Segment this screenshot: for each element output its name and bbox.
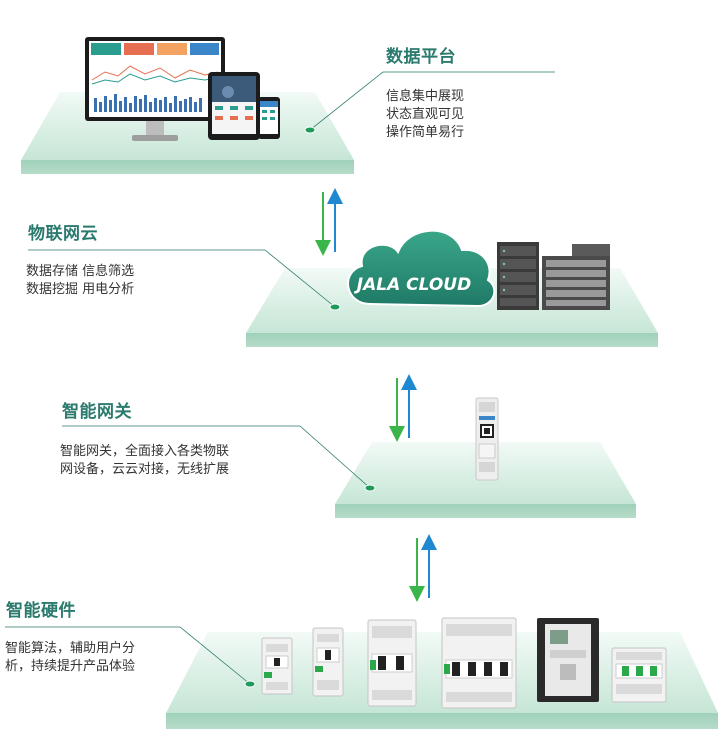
desc-line: 智能网关，全面接入各类物联 — [60, 444, 230, 459]
breaker-1p-b — [312, 627, 344, 697]
cloud-illustration — [347, 229, 496, 308]
layer-title-gateway: 智能网关 — [62, 402, 132, 422]
arrows-2 — [389, 374, 417, 442]
layer-desc-hardware: 智能算法，辅助用户分 析，持续提升产品体验 — [5, 640, 135, 676]
cloud-label: JALA CLOUD — [354, 275, 471, 295]
leader-lines — [5, 71, 555, 685]
layer-desc-gateway: 智能网关，全面接入各类物联 网设备，云云对接，无线扩展 — [60, 443, 229, 479]
monitor-illustration — [85, 37, 225, 141]
molded-case-breaker — [537, 618, 599, 702]
breaker-4p — [441, 617, 517, 709]
layer-desc-iot-cloud: 数据存储 信息筛选 数据挖掘 用电分析 — [26, 263, 134, 299]
arrows-3 — [409, 534, 437, 602]
desc-line: 操作简单易行 — [386, 125, 465, 140]
phone-illustration — [258, 97, 280, 139]
gateway-device-illustration — [475, 397, 499, 481]
breaker-3p — [611, 647, 667, 703]
server-rack-illustration — [497, 242, 610, 310]
desc-line: 析，持续提升产品体验 — [5, 659, 136, 674]
desc-line: 数据存储 信息筛选 — [26, 264, 135, 279]
desc-line: 信息集中展现 — [386, 89, 465, 104]
layer-title-data-platform: 数据平台 — [386, 47, 456, 67]
hardware-devices-illustration — [261, 617, 667, 709]
tablet-illustration — [208, 72, 260, 140]
layer-title-hardware: 智能硬件 — [6, 601, 76, 621]
layer-title-iot-cloud: 物联网云 — [28, 224, 98, 244]
desc-line: 数据挖掘 用电分析 — [26, 282, 135, 297]
breaker-1p-a — [261, 637, 293, 695]
layer-desc-data-platform: 信息集中展现 状态直观可见 操作简单易行 — [386, 88, 464, 142]
anchor-dots — [244, 126, 376, 688]
desc-line: 网设备，云云对接，无线扩展 — [60, 462, 230, 477]
arrows-1 — [315, 188, 343, 256]
breaker-2p — [367, 619, 417, 707]
desc-line: 状态直观可见 — [386, 107, 465, 122]
desc-line: 智能算法，辅助用户分 — [5, 641, 136, 656]
